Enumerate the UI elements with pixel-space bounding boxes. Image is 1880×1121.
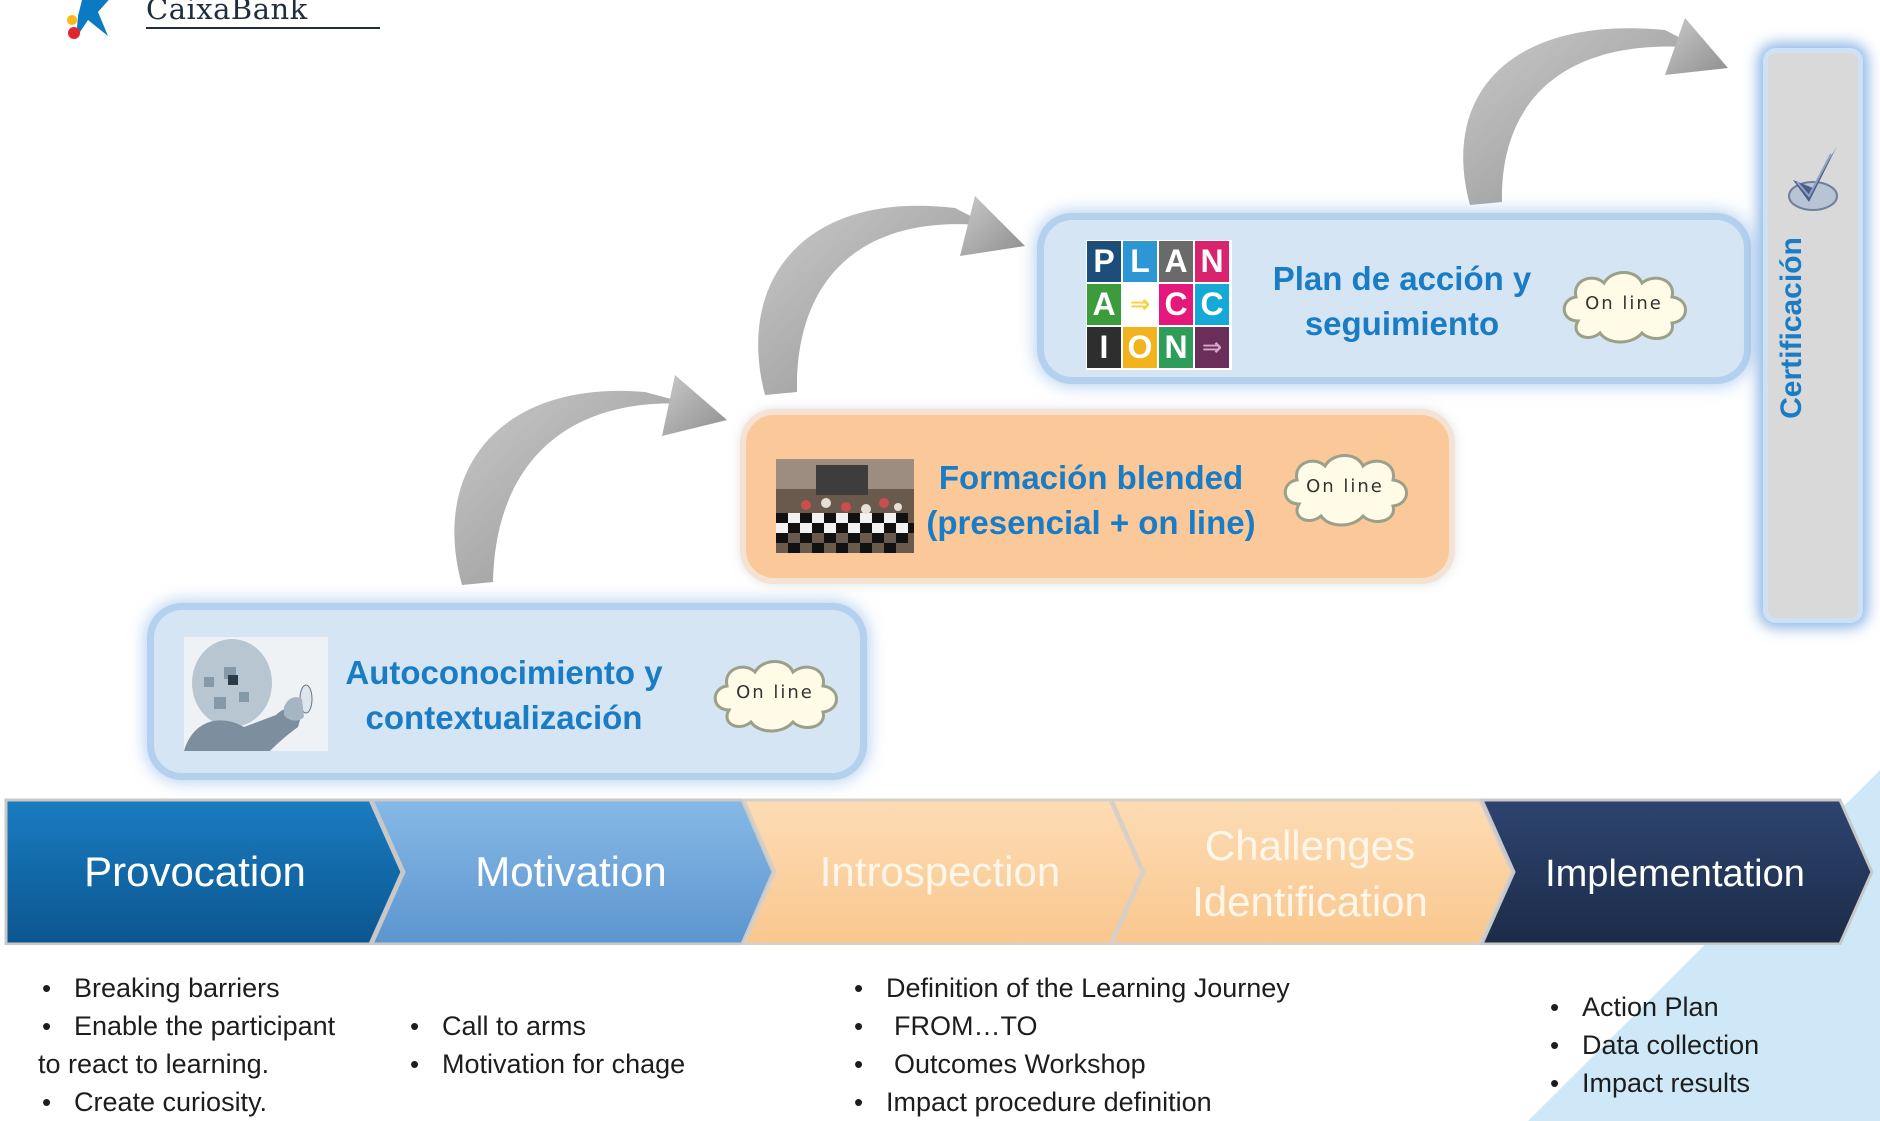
list-item: Definition of the Learning Journey bbox=[850, 969, 1290, 1007]
star-logo-icon bbox=[67, 0, 109, 39]
cloud-shape bbox=[713, 660, 838, 733]
plan-tile: O bbox=[1123, 327, 1157, 368]
phase-label-provocation: Provocation bbox=[84, 848, 306, 895]
phase-label-introspection: Introspection bbox=[819, 848, 1061, 895]
online-badge: On line bbox=[707, 652, 843, 734]
list-item-text: Outcomes Workshop bbox=[894, 1049, 1146, 1079]
stage-formacion-blended: Formación blended (presencial + on line)… bbox=[746, 415, 1449, 578]
classroom-photo-image bbox=[776, 459, 914, 553]
bullets-motivation: Call to arms Motivation for chage bbox=[406, 1007, 685, 1083]
plan-tile: N bbox=[1195, 241, 1229, 282]
list-item-continuation: to react to learning. bbox=[38, 1049, 270, 1079]
phase-label-implementation: Implementation bbox=[1545, 853, 1805, 895]
plan-tile: I bbox=[1087, 327, 1121, 368]
list-item: Impact procedure definition bbox=[850, 1083, 1290, 1121]
bullets-introspection: Definition of the Learning Journey FROM…… bbox=[850, 969, 1290, 1121]
arrow-stage1-to-stage2 bbox=[454, 375, 727, 585]
person-puzzle-head-image bbox=[184, 637, 328, 751]
plan-tile: N bbox=[1159, 327, 1193, 368]
online-badge: On line bbox=[1277, 446, 1413, 528]
plan-accion-tiles-image: P L A N A ⇒ C C I O N ⇒ bbox=[1086, 240, 1232, 370]
stage-plan-de-accion: P L A N A ⇒ C C I O N ⇒ Plan de acción y… bbox=[1044, 220, 1744, 377]
plan-tile-arrow: ⇒ bbox=[1195, 327, 1229, 368]
phase-label-challenges: Challenges Identification bbox=[1140, 818, 1480, 930]
plan-tile: L bbox=[1123, 241, 1157, 282]
arrow-stage3-to-certification bbox=[1463, 18, 1728, 205]
plan-tile: P bbox=[1087, 241, 1121, 282]
phase-chevron-provocation bbox=[4, 798, 404, 945]
list-item: Call to arms bbox=[406, 1007, 685, 1045]
caixabank-logo: CaixaBank bbox=[62, 0, 380, 44]
bullets-provocation: Breaking barriers Enable the participant… bbox=[38, 969, 335, 1121]
list-item: Create curiosity. bbox=[38, 1083, 335, 1121]
plan-tile: A bbox=[1159, 241, 1193, 282]
list-item: Action Plan bbox=[1546, 988, 1759, 1026]
logo-text: CaixaBank bbox=[146, 0, 308, 26]
arrow-stage2-to-stage3 bbox=[758, 196, 1025, 395]
list-item: Breaking barriers bbox=[38, 969, 335, 1007]
list-item: Motivation for chage bbox=[406, 1045, 685, 1083]
bullets-implementation: Action Plan Data collection Impact resul… bbox=[1546, 988, 1759, 1102]
phase-chevron-challenges bbox=[1109, 798, 1514, 945]
phase-label-challenges-line1: Challenges bbox=[1204, 822, 1416, 869]
cloud-shape bbox=[1562, 271, 1687, 344]
list-item-text: FROM…TO bbox=[894, 1011, 1038, 1041]
plan-tile: C bbox=[1195, 284, 1229, 325]
plan-tile: C bbox=[1159, 284, 1193, 325]
phase-label-challenges-line2: Identification bbox=[1192, 878, 1428, 925]
list-item: Outcomes Workshop bbox=[850, 1045, 1290, 1083]
plan-tile: A bbox=[1087, 284, 1121, 325]
phase-arrow-band bbox=[4, 798, 1874, 945]
stage-autoconocimiento: Autoconocimiento y contextualización On … bbox=[154, 610, 860, 773]
logo-underline bbox=[146, 27, 380, 29]
certification-panel bbox=[1768, 53, 1858, 618]
phase-chevron-implementation bbox=[1479, 798, 1874, 945]
certification-label: Certificación bbox=[1775, 237, 1808, 419]
phase-label-motivation: Motivation bbox=[475, 848, 667, 895]
phase-chevron-introspection bbox=[741, 798, 1144, 945]
cloud-shape bbox=[1283, 454, 1408, 527]
list-item: FROM…TO bbox=[850, 1007, 1290, 1045]
plan-tile-arrow: ⇒ bbox=[1123, 284, 1157, 325]
list-item: Enable the participant bbox=[38, 1007, 335, 1045]
stage-title: Formación blended (presencial + on line) bbox=[926, 459, 1256, 541]
phase-chevron-motivation bbox=[369, 798, 775, 945]
list-item: Impact results bbox=[1546, 1064, 1759, 1102]
stage-title: Autoconocimiento y contextualización bbox=[345, 654, 663, 736]
certified-check-icon bbox=[1788, 146, 1838, 211]
list-item: Data collection bbox=[1546, 1026, 1759, 1064]
stage-title: Plan de acción y seguimiento bbox=[1272, 260, 1532, 342]
online-badge: On line bbox=[1556, 263, 1692, 345]
